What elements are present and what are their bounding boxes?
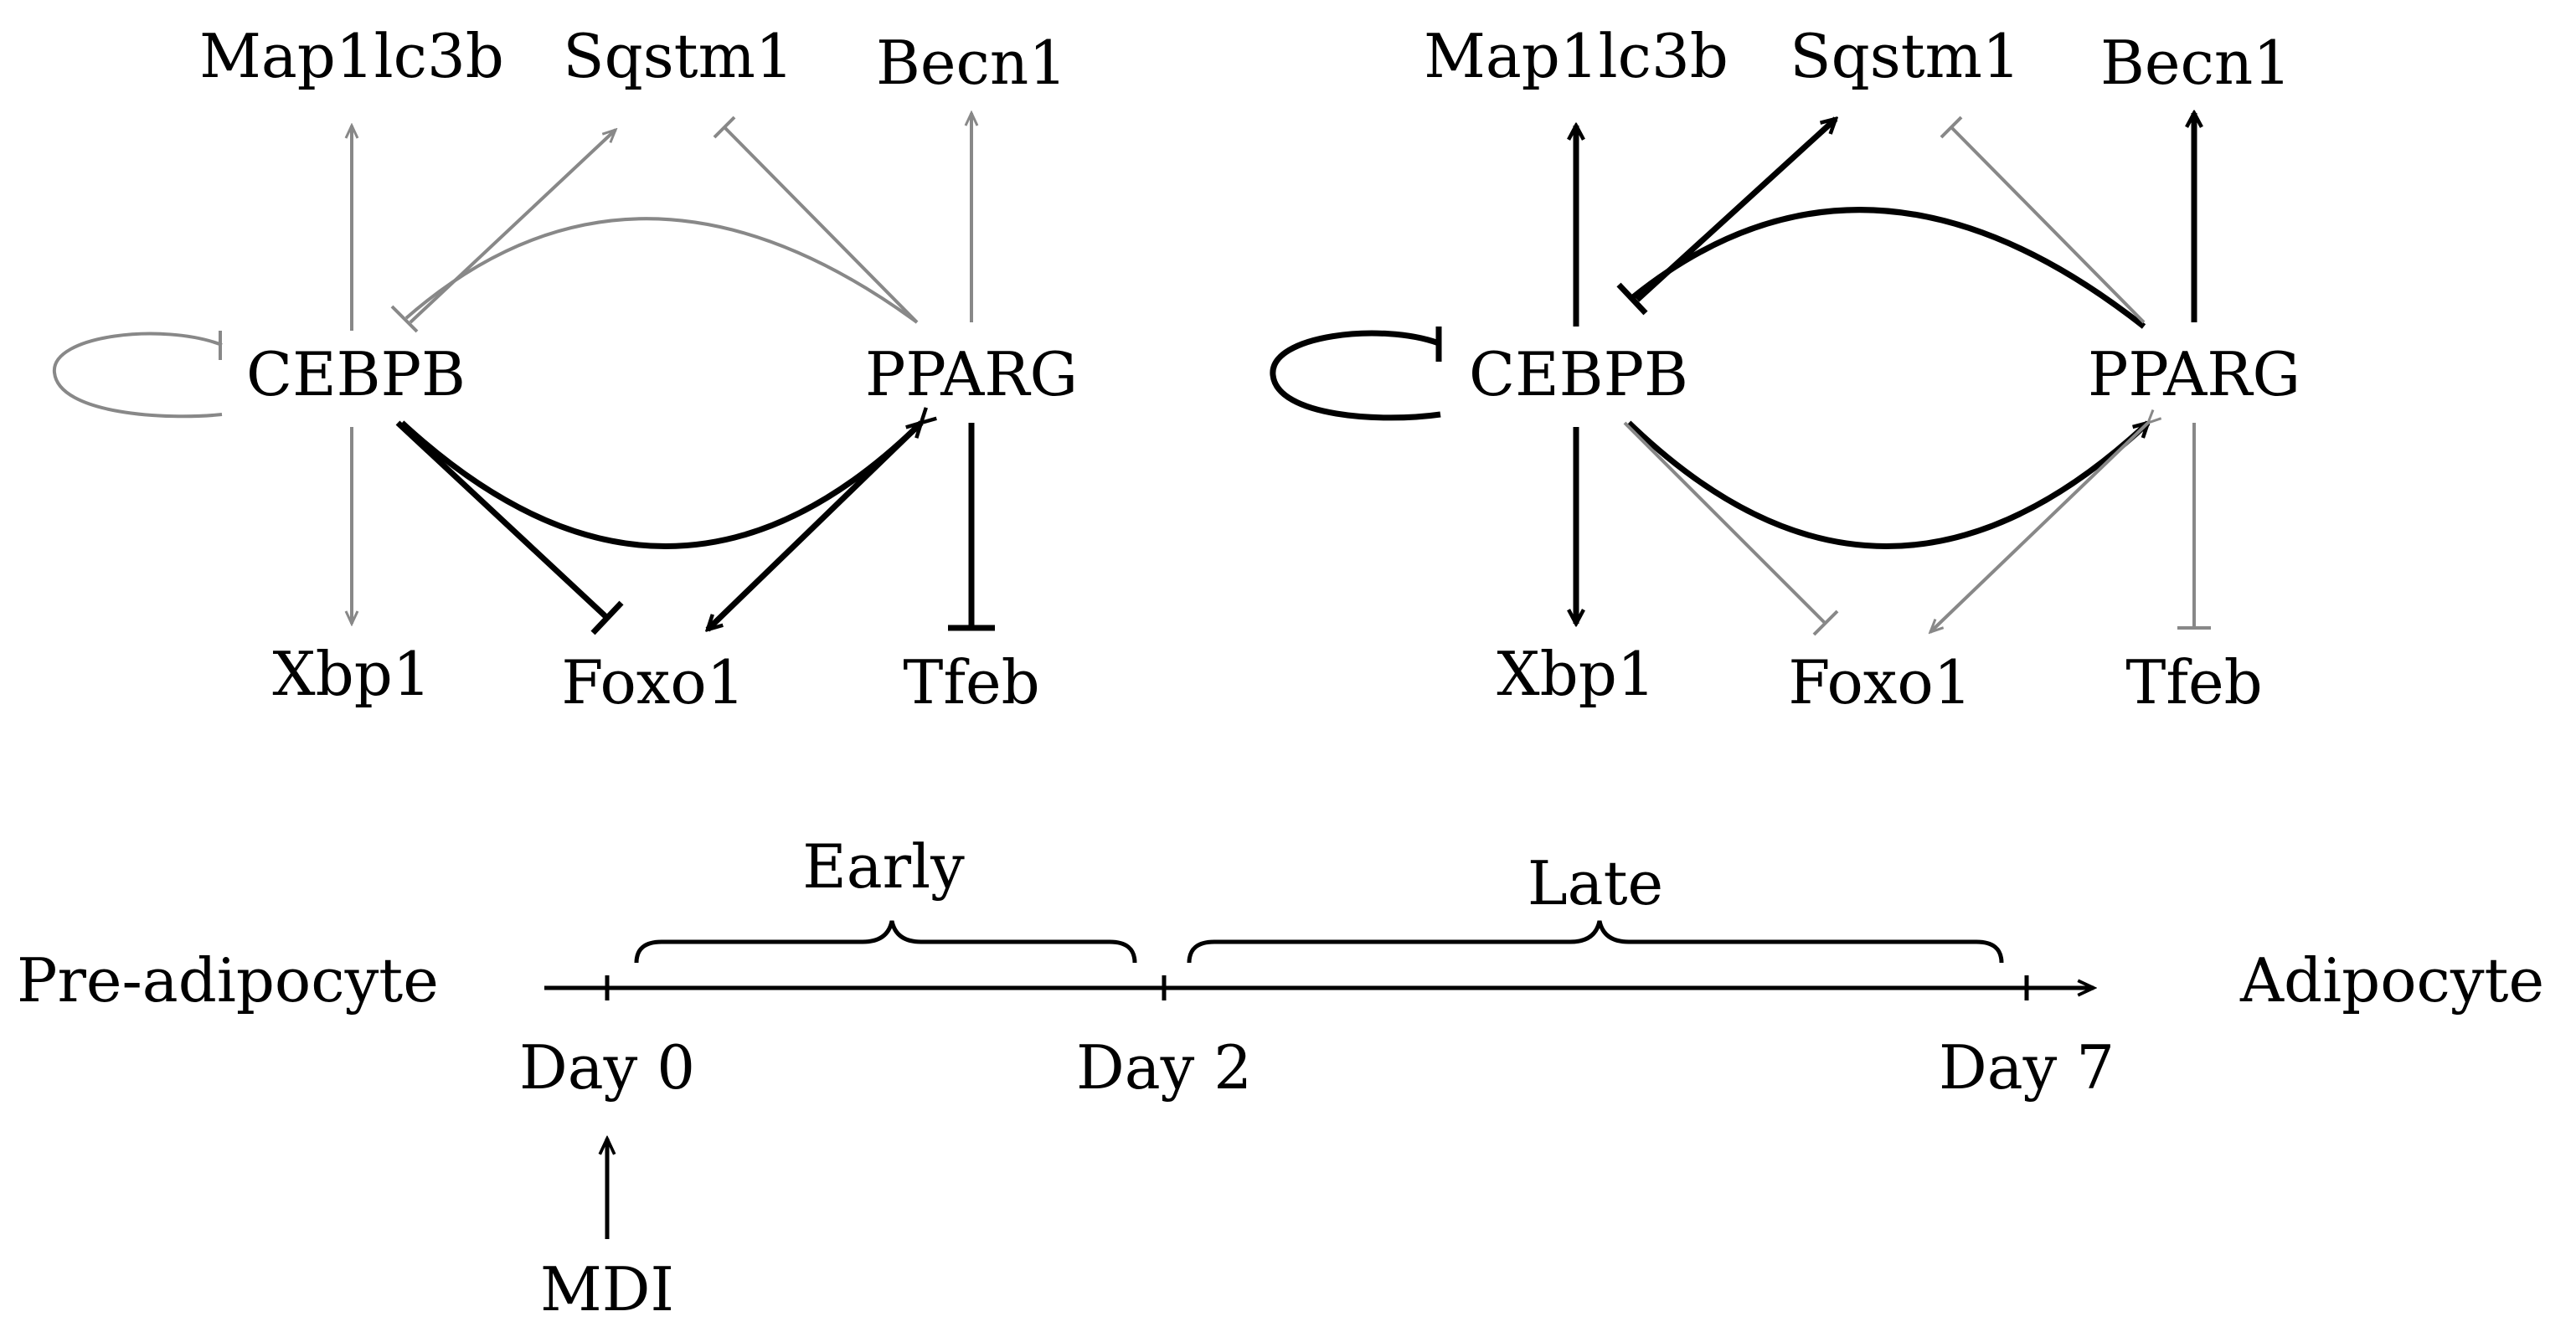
left-node-xbp1: Xbp1	[272, 639, 430, 709]
timeline-end-label: Adipocyte	[2239, 945, 2544, 1016]
right-network: Map1lc3b Sqstm1 Becn1 CEBPB PPARG Xbp1 F…	[1270, 21, 2300, 717]
left-inhibit-bar-foxo1	[590, 600, 624, 635]
left-edge-cebpb-pparg-arc	[399, 423, 921, 549]
timeline-start-label: Pre-adipocyte	[17, 945, 439, 1016]
left-network: Map1lc3b Sqstm1 Becn1 CEBPB PPARG Xbp1 F…	[52, 21, 1078, 717]
left-node-becn1: Becn1	[876, 28, 1067, 98]
early-brace	[634, 920, 1137, 964]
left-edge-cebpb-foxo1	[395, 420, 610, 620]
left-node-tfeb: Tfeb	[903, 647, 1039, 717]
left-node-cebpb: CEBPB	[246, 339, 466, 409]
timeline-tick-label-day0: Day 0	[519, 1032, 695, 1103]
left-edge-pparg-sqstm1	[723, 126, 919, 324]
left-node-sqstm1: Sqstm1	[563, 21, 793, 91]
left-selfloop-cebpb	[52, 332, 223, 419]
right-selfloop-cebpb	[1270, 330, 1441, 421]
left-edge-pparg-foxo1	[708, 423, 921, 630]
left-inhibit-bar-sqstm1	[713, 116, 736, 139]
right-edge-cebpb-pparg-arc	[1626, 423, 2148, 549]
timeline-tick-label-day7: Day 7	[1939, 1032, 2115, 1103]
right-edge-pparg-foxo1	[1930, 423, 2148, 632]
right-edge-pparg-sqstm1	[1950, 126, 2146, 324]
right-node-cebpb: CEBPB	[1469, 339, 1688, 409]
left-node-map1lc3b: Map1lc3b	[199, 21, 504, 91]
right-node-xbp1: Xbp1	[1497, 639, 1655, 709]
late-brace	[1187, 920, 2004, 964]
left-edge-cebpb-sqstm1	[409, 130, 616, 324]
phase-label-early: Early	[802, 831, 965, 902]
right-node-sqstm1: Sqstm1	[1790, 21, 2020, 91]
left-node-pparg: PPARG	[865, 339, 1078, 409]
right-inhibit-bar-cebpb	[1616, 282, 1648, 316]
phase-label-late: Late	[1528, 848, 1663, 918]
left-node-foxo1: Foxo1	[561, 647, 744, 717]
left-inhibit-bar-cebpb	[390, 305, 419, 333]
right-node-foxo1: Foxo1	[1788, 647, 1971, 717]
timeline: Pre-adipocyte Adipocyte Day 0 Day 2 Day …	[17, 831, 2544, 1324]
right-edge-pparg-cebpb-arc	[1631, 207, 2146, 329]
right-node-tfeb: Tfeb	[2125, 647, 2262, 717]
mdi-label: MDI	[540, 1254, 674, 1324]
timeline-tick-label-day2: Day 2	[1076, 1032, 1252, 1103]
right-inhibit-bar-sqstm1	[1940, 116, 1963, 139]
right-inhibit-bar-foxo1	[1812, 609, 1839, 636]
right-node-becn1: Becn1	[2100, 28, 2291, 98]
right-node-map1lc3b: Map1lc3b	[1424, 21, 1728, 91]
right-node-pparg: PPARG	[2088, 339, 2300, 409]
right-edge-cebpb-foxo1	[1623, 421, 1827, 625]
left-edge-pparg-cebpb-arc	[404, 217, 919, 324]
